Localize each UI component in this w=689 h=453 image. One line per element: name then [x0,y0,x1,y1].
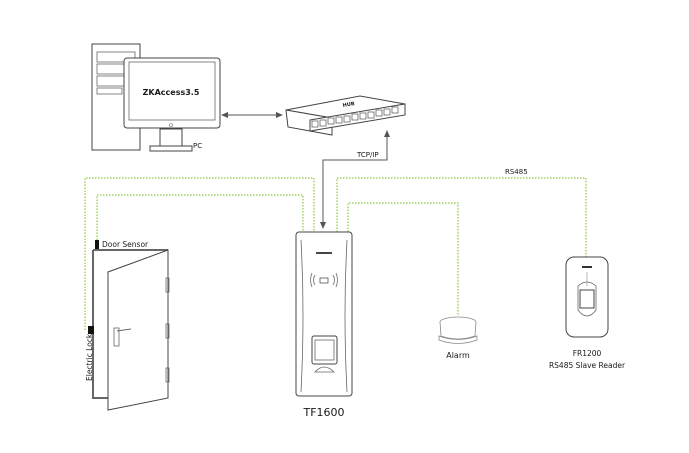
rs485-label: RS485 [505,168,528,176]
network-hub: HUB [285,95,406,136]
fr1200-device [565,256,609,338]
tf1600-label: TF1600 [302,406,344,419]
arrow-down-icon [320,222,326,229]
pc-screen-text: ZKAccess3.5 [143,88,200,97]
pc-monitor: ZKAccess3.5 [123,57,221,152]
tcp-ip-link: TCP/IP [320,130,390,229]
electric-lock-label: Electric Lock [85,333,94,381]
alarm-device [438,316,478,344]
fr1200-description-label: RS485 Slave Reader [549,361,626,370]
alarm-label: Alarm [446,351,470,360]
tcp-ip-label: TCP/IP [356,151,379,159]
arrow-left-icon [221,112,228,118]
door-sensor-wire [96,194,304,243]
alarm-wire [347,202,459,315]
fr1200-model-label: FR1200 [573,349,602,358]
arrow-right-icon [276,112,283,118]
arrow-up-icon [384,130,390,137]
electric-lock-wire [84,177,315,330]
pc-hub-link [221,112,283,118]
hub-label: HUB [342,101,355,109]
rs485-wire [336,177,587,257]
pc-label: PC [193,142,202,150]
door-sensor-block [95,240,99,249]
electric-lock-block [88,326,94,334]
tf1600-device [295,231,353,397]
door [88,240,170,411]
door-sensor-label: Door Sensor [102,240,149,249]
